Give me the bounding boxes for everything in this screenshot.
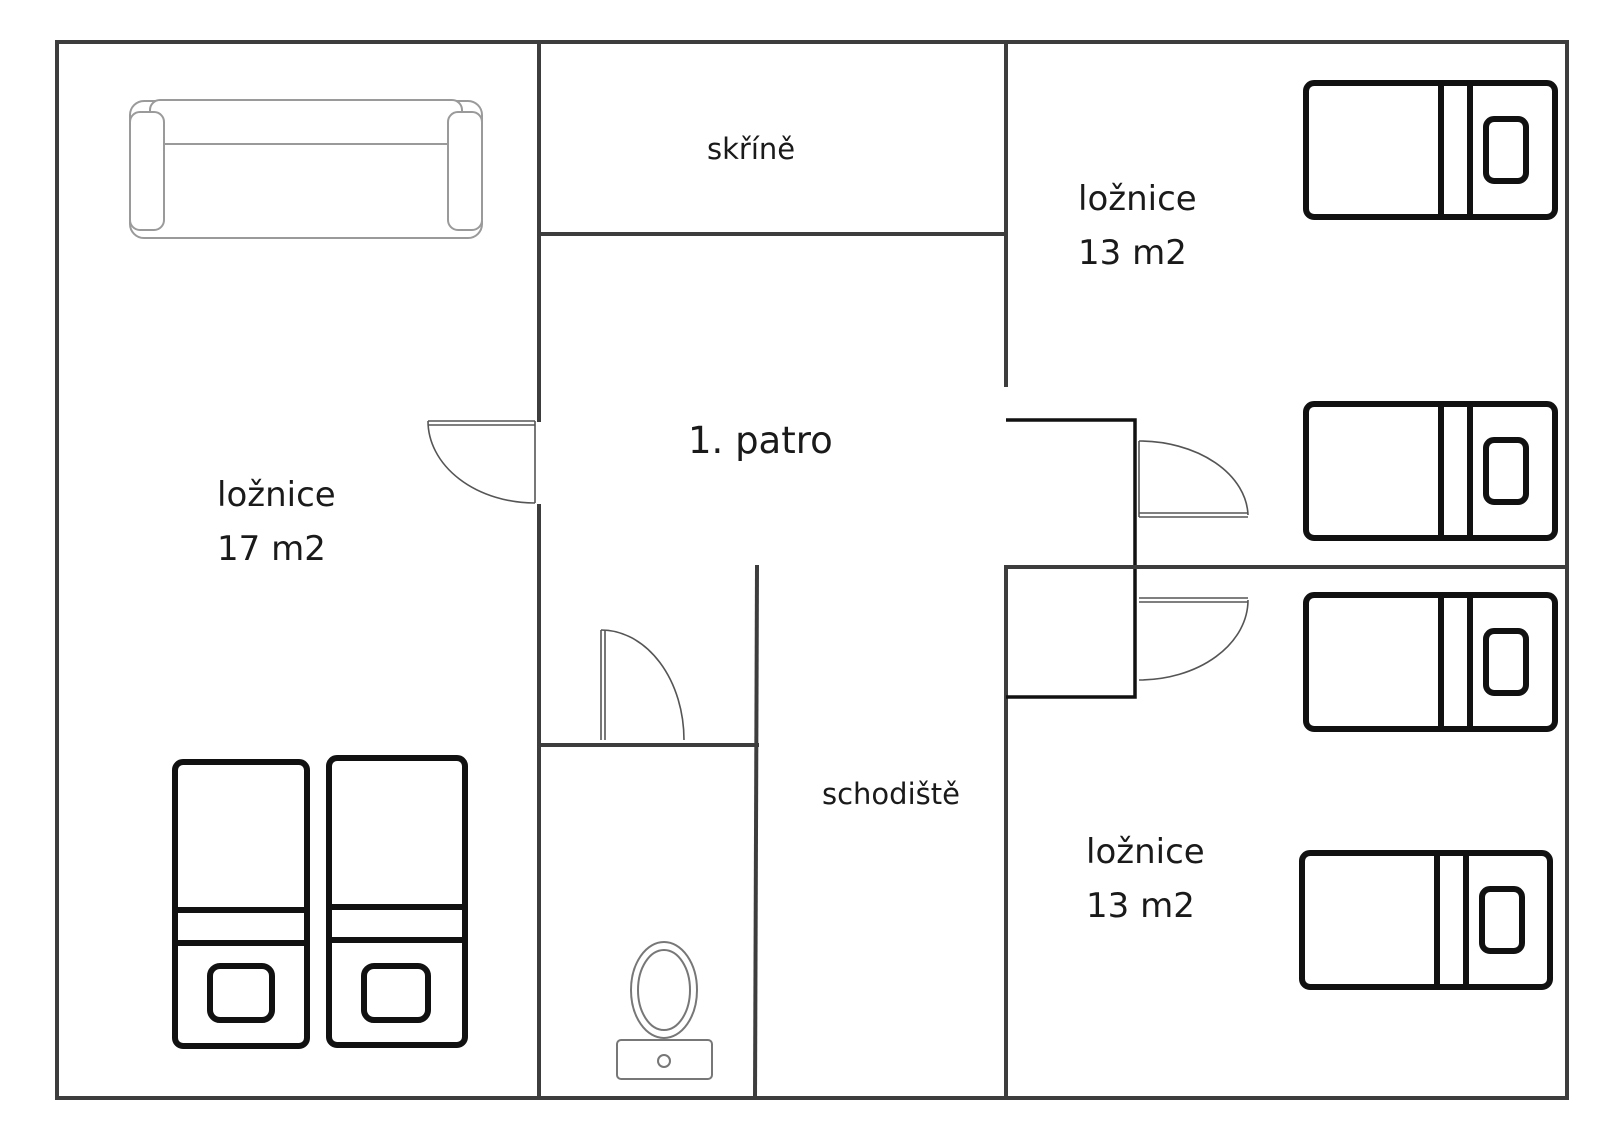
bed-icon	[1299, 850, 1553, 990]
wall-corridor-box	[1006, 418, 1137, 699]
right-bottom-bedroom-name: ložnice	[1086, 832, 1205, 872]
staircase-label: schodiště	[822, 777, 960, 811]
floor-title: 1. patro	[688, 419, 833, 462]
right-bottom-bedroom-area: 13 m2	[1086, 886, 1195, 926]
bed-icon	[172, 759, 310, 1049]
door-right-top-bedroom	[1138, 440, 1249, 518]
interior-walls	[537, 40, 1569, 1101]
right-top-bedroom-name: ložnice	[1078, 179, 1197, 219]
bed-icon	[326, 755, 468, 1048]
door-left-bedroom	[427, 420, 536, 504]
sofa-icon	[129, 99, 483, 239]
bed-icon	[1303, 592, 1558, 732]
left-bedroom-area: 17 m2	[217, 529, 326, 569]
right-top-bedroom-area: 13 m2	[1078, 233, 1187, 273]
wall-toilet-right	[752, 564, 760, 1101]
bed-icon	[1303, 401, 1558, 541]
outer-wall	[55, 40, 1569, 1100]
door-right-bottom-bedroom	[1138, 597, 1249, 681]
wardrobe-label: skříně	[707, 132, 795, 166]
outer-walls	[55, 40, 1569, 1100]
toilet-icon	[616, 941, 713, 1080]
door-toilet	[600, 629, 685, 741]
doors	[427, 420, 1249, 741]
left-bedroom-name: ložnice	[217, 475, 336, 515]
bed-icon	[1303, 80, 1558, 220]
